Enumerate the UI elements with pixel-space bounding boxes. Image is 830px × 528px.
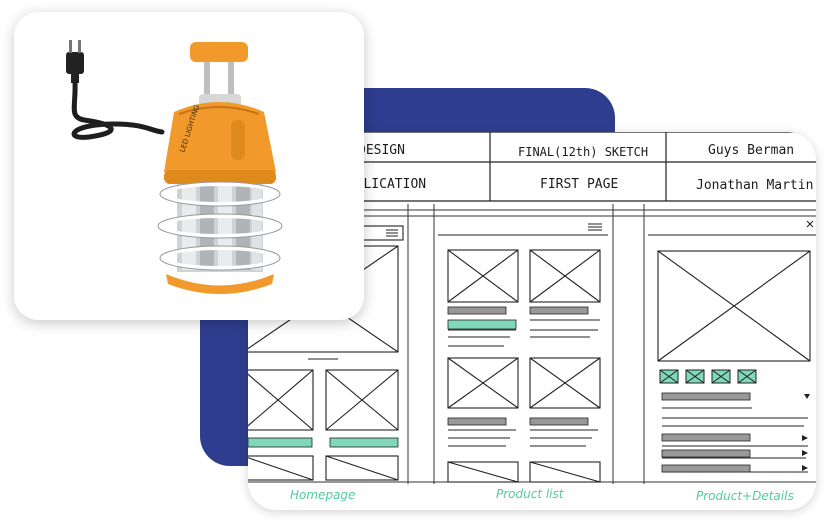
wire-cage: [158, 182, 282, 270]
wire-cage-outline: [157, 181, 283, 271]
title-author-2: Jonathan Martin: [696, 178, 813, 193]
product-list-wireframe: [438, 223, 608, 483]
power-cord: [71, 79, 165, 140]
homepage-green-bar-2: [329, 437, 399, 448]
product-details-thumbnails: [659, 369, 757, 384]
product-image-card: LED LIGHTING: [14, 12, 364, 320]
product-list-hatched-bars: [447, 306, 589, 426]
title-first-page: FIRST PAGE: [540, 177, 618, 192]
label-homepage: Homepage: [290, 488, 355, 502]
led-tubes: [177, 184, 263, 272]
product-details-hatched-bars: [661, 392, 751, 473]
product-list-green-bar: [447, 319, 517, 330]
lamp-base: [166, 274, 274, 294]
wireframe-sketch: DESIGN FINAL(12th) SKETCH Guys Berman AP…: [248, 132, 816, 503]
homepage-green-bar-1: [248, 437, 313, 448]
label-product-list: Product list: [496, 487, 565, 501]
title-final-sketch: FINAL(12th) SKETCH: [518, 145, 648, 159]
title-design: DESIGN: [358, 143, 405, 158]
label-product-details: Product+Details: [696, 489, 794, 503]
lamp-housing: LED LIGHTING: [164, 102, 276, 184]
lamp-handle: [190, 42, 248, 108]
product-details-arrows: [802, 394, 810, 471]
power-plug-icon: [66, 40, 84, 83]
led-work-light-image: LED LIGHTING: [66, 40, 283, 294]
title-author-1: Guys Berman: [708, 143, 794, 158]
